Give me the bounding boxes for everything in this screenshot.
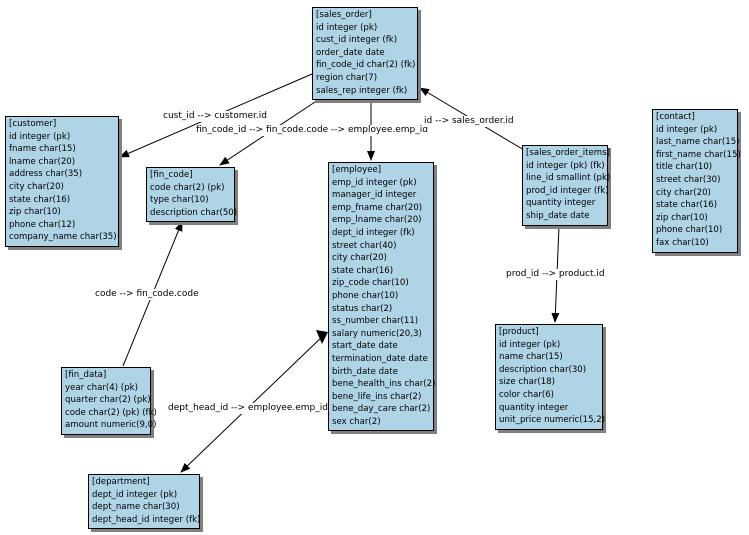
table-contact[interactable]: [contact] id integer (pk) last_name char… bbox=[652, 109, 741, 253]
label-sales-order-id: id --> sales_order.id bbox=[424, 116, 514, 127]
column: zip char(10) bbox=[656, 212, 708, 223]
column: amount numeric(9,0) bbox=[65, 420, 157, 431]
label-dept-head-id: dept_head_id --> employee.emp_id bbox=[168, 403, 328, 414]
column: sales_rep integer (fk) bbox=[316, 85, 408, 96]
column: state char(16) bbox=[9, 194, 71, 205]
table-fin-code[interactable]: [fin_code] code char(2) (pk) type char(1… bbox=[146, 167, 238, 223]
column: emp_id integer (pk) bbox=[332, 177, 417, 188]
column: ss_number char(11) bbox=[332, 316, 419, 327]
column: start_date date bbox=[332, 341, 398, 352]
column: emp_lname char(20) bbox=[332, 215, 422, 226]
column: state char(16) bbox=[332, 265, 394, 276]
column: fax char(10) bbox=[656, 237, 709, 248]
column: street char(30) bbox=[656, 174, 721, 185]
column: company_name char(35) bbox=[9, 232, 117, 243]
table-customer[interactable]: [customer] id integer (pk) fname char(15… bbox=[5, 116, 119, 247]
column: zip_code char(10) bbox=[332, 278, 409, 289]
column: city char(20) bbox=[332, 253, 387, 264]
table-employee[interactable]: [employee] emp_id integer (pk) manager_i… bbox=[328, 162, 436, 432]
column: street char(40) bbox=[332, 240, 397, 251]
column: quantity integer bbox=[499, 402, 569, 413]
column: bene_health_ins char(2) bbox=[332, 379, 436, 390]
column: emp_fname char(20) bbox=[332, 202, 423, 213]
column: year char(4) (pk) bbox=[65, 382, 138, 393]
column: id integer (pk) bbox=[316, 22, 378, 33]
column: type char(10) bbox=[150, 195, 209, 206]
table-title: [customer] bbox=[9, 119, 57, 129]
label-cust-id: cust_id --> customer.id bbox=[163, 111, 267, 122]
column: quarter char(2) (pk) bbox=[65, 395, 151, 406]
column: description char(30) bbox=[499, 364, 587, 375]
column: city char(20) bbox=[9, 181, 64, 192]
arrowhead-department bbox=[316, 330, 328, 344]
column: id integer (pk) bbox=[499, 339, 561, 350]
column: manager_id integer bbox=[332, 190, 417, 201]
column: dept_id integer (pk) bbox=[92, 489, 178, 500]
column: bene_life_ins char(2) bbox=[332, 391, 422, 402]
table-sales-order[interactable]: [sales_order] id integer (pk) cust_id in… bbox=[312, 7, 418, 101]
table-sales-order-items[interactable]: [sales_order_items] id integer (pk) (fk)… bbox=[522, 145, 611, 226]
table-title: [fin_code] bbox=[150, 170, 193, 180]
column: fin_code_id char(2) (fk) bbox=[316, 60, 416, 71]
table-title: [contact] bbox=[656, 112, 695, 122]
column: color char(6) bbox=[499, 389, 555, 400]
column: unit_price numeric(15,2) bbox=[499, 415, 606, 426]
column: cust_id integer (fk) bbox=[316, 35, 398, 46]
column: address char(35) bbox=[9, 169, 83, 180]
column: code char(2) (pk) (fk) bbox=[65, 407, 157, 418]
table-product[interactable]: [product] id integer (pk) name char(15) … bbox=[495, 324, 606, 430]
column: termination_date date bbox=[332, 353, 428, 364]
column: id integer (pk) bbox=[656, 124, 718, 135]
column: zip char(10) bbox=[9, 207, 61, 218]
column: phone char(12) bbox=[9, 219, 76, 230]
column: first_name char(15) bbox=[656, 149, 741, 160]
table-fin-data[interactable]: [fin_data] year char(4) (pk) quarter cha… bbox=[61, 367, 157, 435]
column: sex char(2) bbox=[332, 416, 381, 427]
column: ship_date date bbox=[526, 210, 590, 221]
column: order_date date bbox=[316, 47, 385, 58]
column: dept_head_id integer (fk) bbox=[92, 514, 201, 525]
label-fin-code-id: fin_code_id --> fin_code.code --> employ… bbox=[196, 125, 428, 136]
column: region char(7) bbox=[316, 72, 378, 83]
column: dept_id integer (fk) bbox=[332, 227, 415, 238]
column: id integer (pk) (fk) bbox=[526, 160, 605, 171]
column: size char(18) bbox=[499, 377, 556, 388]
column: phone char(10) bbox=[656, 225, 723, 236]
column: last_name char(15) bbox=[656, 137, 740, 148]
table-title: [fin_data] bbox=[65, 370, 107, 380]
column: line_id smallint (pk) bbox=[526, 173, 611, 184]
column: bene_day_care char(2) bbox=[332, 404, 431, 415]
column: lname char(20) bbox=[9, 156, 76, 167]
table-title: [sales_order] bbox=[316, 10, 372, 20]
table-title: [department] bbox=[92, 477, 150, 487]
table-title: [employee] bbox=[332, 165, 382, 175]
table-department[interactable]: [department] dept_id integer (pk) dept_n… bbox=[88, 474, 201, 530]
label-code: code --> fin_code.code bbox=[95, 289, 199, 300]
column: name char(15) bbox=[499, 352, 563, 363]
column: quantity integer bbox=[526, 198, 596, 209]
label-prod-id: prod_id --> product.id bbox=[506, 269, 605, 280]
column: id integer (pk) bbox=[9, 131, 71, 142]
column: code char(2) (pk) bbox=[150, 182, 225, 193]
column: salary numeric(20,3) bbox=[332, 328, 422, 339]
column: phone char(10) bbox=[332, 290, 399, 301]
table-title: [sales_order_items] bbox=[526, 148, 611, 158]
column: dept_name char(30) bbox=[92, 502, 180, 513]
column: title char(10) bbox=[656, 162, 713, 173]
column: state char(16) bbox=[656, 200, 718, 211]
column: description char(50) bbox=[150, 207, 238, 218]
column: prod_id integer (fk) bbox=[526, 185, 609, 196]
column: city char(20) bbox=[656, 187, 711, 198]
column: birth_date date bbox=[332, 366, 398, 377]
column: status char(2) bbox=[332, 303, 393, 314]
table-title: [product] bbox=[499, 327, 539, 337]
column: fname char(15) bbox=[9, 144, 76, 155]
